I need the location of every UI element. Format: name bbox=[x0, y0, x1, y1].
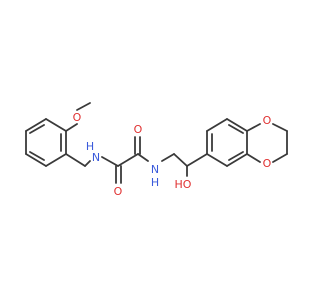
bond-ring-a6 bbox=[45, 153, 67, 167]
bond-ch2-n bbox=[84, 160, 91, 167]
bond-ch-aryl bbox=[186, 153, 208, 167]
molecule-drawing: O N H O O N H HO O O bbox=[25, 102, 288, 198]
atom-label-carbonyl-o-left: O bbox=[114, 185, 123, 198]
bond-ring-b5 bbox=[226, 153, 248, 167]
atom-label-methoxy-o: O bbox=[73, 111, 82, 124]
atom-label-hydroxyl: HO bbox=[175, 178, 192, 191]
bond-ring-a3 bbox=[25, 118, 47, 132]
structure-canvas: O N H O O N H HO O O bbox=[25, 102, 288, 198]
bond-ring-b2 bbox=[206, 118, 228, 132]
bond-dioxane-4 bbox=[272, 153, 288, 163]
bond-ring-b6 bbox=[206, 153, 228, 167]
atom-label-amide-h-left: H bbox=[86, 140, 94, 153]
atom-label-amide-h-right: H bbox=[151, 176, 159, 189]
bond-co1-co2 bbox=[117, 153, 139, 167]
bond-ring-a5 bbox=[25, 153, 47, 167]
atom-labels: O N H O O N H HO O O bbox=[73, 111, 272, 198]
bond-dioxane-2 bbox=[272, 123, 288, 132]
bond-n-ch2 bbox=[161, 153, 175, 162]
bond-ring-ch2 bbox=[65, 153, 86, 167]
bond-dioxane-5 bbox=[246, 153, 261, 163]
bond-ring-a5-inner bbox=[29, 151, 45, 161]
bond-ch2-choh bbox=[173, 153, 188, 167]
bond-ring-b3-inner bbox=[228, 124, 244, 134]
bonds bbox=[25, 102, 288, 184]
bond-ring-a2 bbox=[45, 118, 67, 132]
atom-label-amide-n-right: N bbox=[151, 163, 159, 176]
atom-label-amide-n-left: N bbox=[92, 151, 100, 164]
bond-n-co1 bbox=[101, 156, 119, 167]
bond-co2-n bbox=[137, 153, 149, 162]
bond-ring-b5-inner bbox=[228, 151, 244, 161]
atom-label-dioxane-o-bottom: O bbox=[263, 157, 272, 170]
atom-label-dioxane-o-top: O bbox=[263, 114, 272, 127]
bond-o-ring bbox=[65, 123, 78, 132]
bond-methyl-o bbox=[76, 102, 91, 111]
bond-dioxane-1 bbox=[246, 123, 261, 132]
atom-label-carbonyl-o-right: O bbox=[134, 123, 143, 136]
bond-ring-a3-inner bbox=[29, 124, 45, 134]
bond-ring-b3 bbox=[226, 118, 248, 132]
